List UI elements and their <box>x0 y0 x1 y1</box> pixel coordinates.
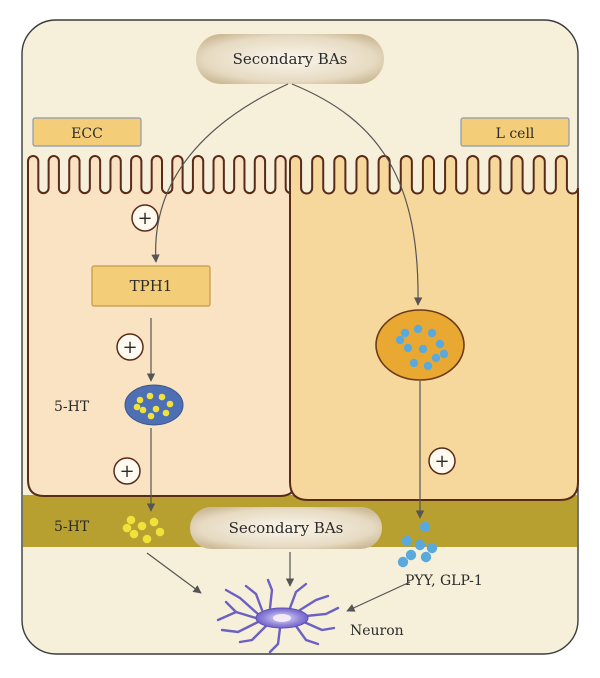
plus-sign-3: + <box>113 457 141 485</box>
vesicle-dots-dot <box>136 396 144 404</box>
svg-text:+: + <box>137 208 152 229</box>
svg-text:+: + <box>119 461 134 482</box>
peptide-vesicle <box>375 309 465 381</box>
orange-dots-dot <box>423 361 433 371</box>
ecc-cell <box>27 155 297 497</box>
serotonin-vesicle <box>124 384 184 426</box>
vesicle-dots-dot <box>147 412 155 420</box>
vesicle-dots-dot <box>166 400 174 408</box>
peptides-label: PYY, GLP-1 <box>405 573 483 589</box>
blue-granules-dot <box>397 556 409 568</box>
l-cell-label: L cell <box>496 126 535 142</box>
peptide-granules <box>397 521 438 568</box>
ecc-label: ECC <box>71 126 103 142</box>
plus-sign-2: + <box>116 333 144 361</box>
blue-granules-dot <box>414 539 426 551</box>
svg-text:+: + <box>434 451 449 472</box>
neuron-dendrite <box>304 606 340 618</box>
yellow-granules-dot <box>149 517 159 527</box>
orange-dots-dot <box>427 328 437 338</box>
yellow-granules-dot <box>129 529 139 539</box>
secondary-bas-top-pill: Secondary BAs <box>196 34 384 84</box>
yellow-granules-dot <box>155 527 165 537</box>
orange-dots-dot <box>439 349 449 359</box>
blue-granules-dot <box>405 549 417 561</box>
vesicle-dots-dot <box>139 406 147 414</box>
arrow-5ht-to-neuron <box>146 552 202 594</box>
arrow-bas-to-l-cell <box>291 83 423 306</box>
neuron-dendrite <box>268 626 282 654</box>
neuron-dendrite <box>220 620 260 634</box>
secondary-bas-top-label: Secondary BAs <box>233 50 348 68</box>
arrow-peptides-to-neuron <box>346 581 411 612</box>
vesicle-dots-dot <box>158 393 166 401</box>
blue-granules-dot <box>426 542 438 554</box>
serotonin-released-label: 5-HT <box>54 519 90 535</box>
neuron-label: Neuron <box>350 623 404 639</box>
svg-text:+: + <box>122 337 137 358</box>
neuron-dendrite <box>224 600 238 614</box>
blue-granules-dot <box>401 535 413 547</box>
neuron-dendrite <box>244 584 264 612</box>
ecc-label-box: ECC <box>32 117 142 147</box>
secondary-bas-bottom-pill: Secondary BAs <box>190 507 382 549</box>
orange-dots-dot <box>431 353 441 363</box>
orange-dots-dot <box>395 335 405 345</box>
blue-granules-dot <box>420 551 432 563</box>
neuron-dendrite <box>266 578 274 610</box>
orange-dots-dot <box>413 324 423 334</box>
neuron-dendrite <box>294 624 320 646</box>
orange-dots-dot <box>418 344 428 354</box>
yellow-granules-dot <box>142 534 152 544</box>
secondary-bas-bottom-label: Secondary BAs <box>229 519 344 537</box>
orange-dots-dot <box>400 328 410 338</box>
neuron-dendrite <box>224 588 260 616</box>
neuron-dendrite <box>302 620 336 632</box>
arrow-bas-to-tph1 <box>151 83 289 263</box>
vesicle-dots-dot <box>133 403 141 411</box>
serotonin-cell-label: 5-HT <box>54 399 90 415</box>
plus-sign-1: + <box>131 204 159 232</box>
orange-dots-dot <box>435 339 445 349</box>
blue-granules-dot <box>419 521 431 533</box>
plus-sign-4: + <box>428 447 456 475</box>
yellow-granules-dot <box>122 523 132 533</box>
orange-dots-dot <box>403 343 413 353</box>
vesicle-dots-dot <box>152 405 160 413</box>
orange-dots-dot <box>409 358 419 368</box>
tph1-label: TPH1 <box>130 277 173 295</box>
vesicle-dots-dot <box>162 409 170 417</box>
yellow-granules-dot <box>137 521 147 531</box>
neuron-dendrite <box>238 624 268 644</box>
neuron-dendrite <box>288 582 308 610</box>
l-cell-label-box: L cell <box>460 117 570 147</box>
vesicle-dots-dot <box>146 392 154 400</box>
serotonin-granules <box>122 515 165 544</box>
yellow-granules-dot <box>126 515 136 525</box>
tph1-box: TPH1 <box>91 265 211 307</box>
neuron-dendrite <box>298 594 330 612</box>
neuron <box>216 578 340 654</box>
